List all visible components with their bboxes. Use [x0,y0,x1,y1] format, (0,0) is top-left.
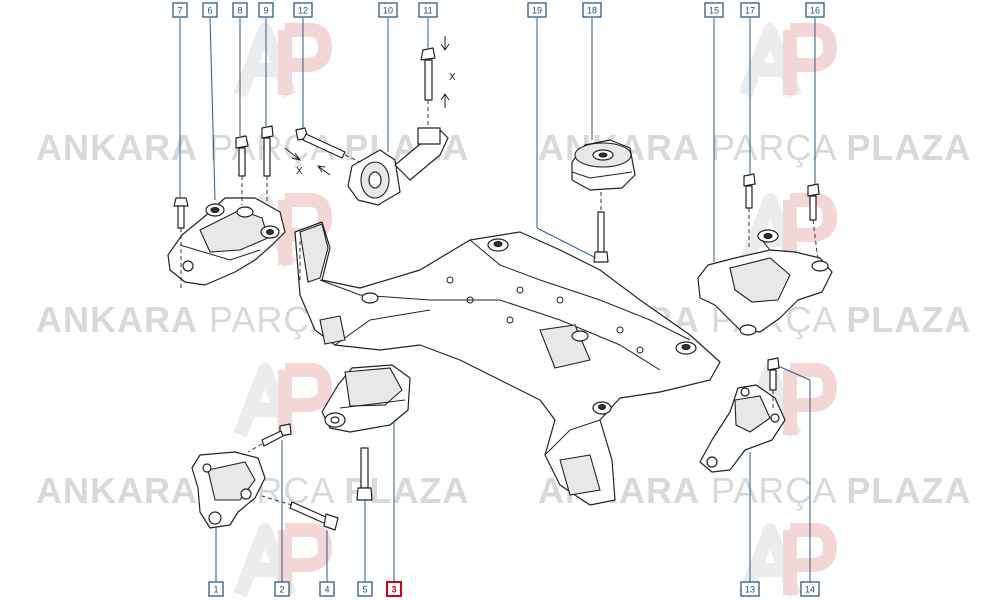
bolt-11: X [420,36,456,128]
callout-15: 15 [704,2,724,18]
callout-16: 16 [805,2,825,18]
leader-lines [179,17,816,582]
callout-14: 14 [800,581,820,597]
callout-12: 12 [293,2,313,18]
callout-4: 4 [319,581,335,597]
svg-text:3: 3 [391,585,396,595]
bolt-19 [593,192,609,263]
callout-6: 6 [202,2,218,18]
bolt-5 [356,447,373,501]
callout-1: 1 [208,581,224,597]
svg-text:2: 2 [279,585,284,595]
svg-text:12: 12 [298,6,308,16]
subframe [294,221,721,506]
svg-text:19: 19 [532,6,542,16]
svg-text:8: 8 [237,6,242,16]
callout-3-highlighted: 3 [386,581,402,597]
bolt-12: X [284,127,361,177]
bolt-17 [743,173,756,250]
callout-8: 8 [232,2,248,18]
lower-right-bracket [699,384,786,473]
callout-10: 10 [378,2,398,18]
svg-text:9: 9 [263,6,268,16]
svg-text:18: 18 [587,6,597,16]
bolt-9 [261,125,274,205]
svg-text:14: 14 [805,585,815,595]
callout-11: 11 [418,2,438,18]
svg-text:7: 7 [177,6,182,16]
svg-text:1: 1 [213,585,218,595]
callout-2: 2 [274,581,290,597]
callout-17: 17 [740,2,760,18]
svg-text:11: 11 [423,6,432,16]
callout-9: 9 [258,2,274,18]
bolt-7 [173,197,189,288]
bolt-4 [261,495,339,531]
callout-5: 5 [357,581,373,597]
callout-7: 7 [172,2,188,18]
callout-13: 13 [740,581,760,597]
dimension-x-label-diagonal: X [296,166,303,177]
dimension-x-label-vertical: X [449,72,456,83]
svg-text:15: 15 [709,6,719,16]
svg-text:10: 10 [383,6,393,16]
bolt-14 [767,357,780,410]
svg-text:17: 17 [745,6,755,16]
lower-center-mount [321,364,411,433]
svg-text:5: 5 [362,585,367,595]
svg-text:13: 13 [745,585,755,595]
svg-text:6: 6 [207,6,212,16]
callout-19: 19 [527,2,547,18]
bolt-16 [807,183,820,261]
left-engine-mount [167,197,286,286]
watermark-word-ankara: ANKARA [36,127,198,168]
svg-text:4: 4 [324,585,329,595]
svg-text:16: 16 [810,6,820,16]
top-center-mount [571,139,636,191]
torque-rod [347,127,449,206]
bolt-2 [247,423,292,453]
callout-18: 18 [582,2,602,18]
lower-left-mount [191,451,266,529]
right-gearbox-mount [697,229,833,336]
bolt-8 [235,135,249,205]
